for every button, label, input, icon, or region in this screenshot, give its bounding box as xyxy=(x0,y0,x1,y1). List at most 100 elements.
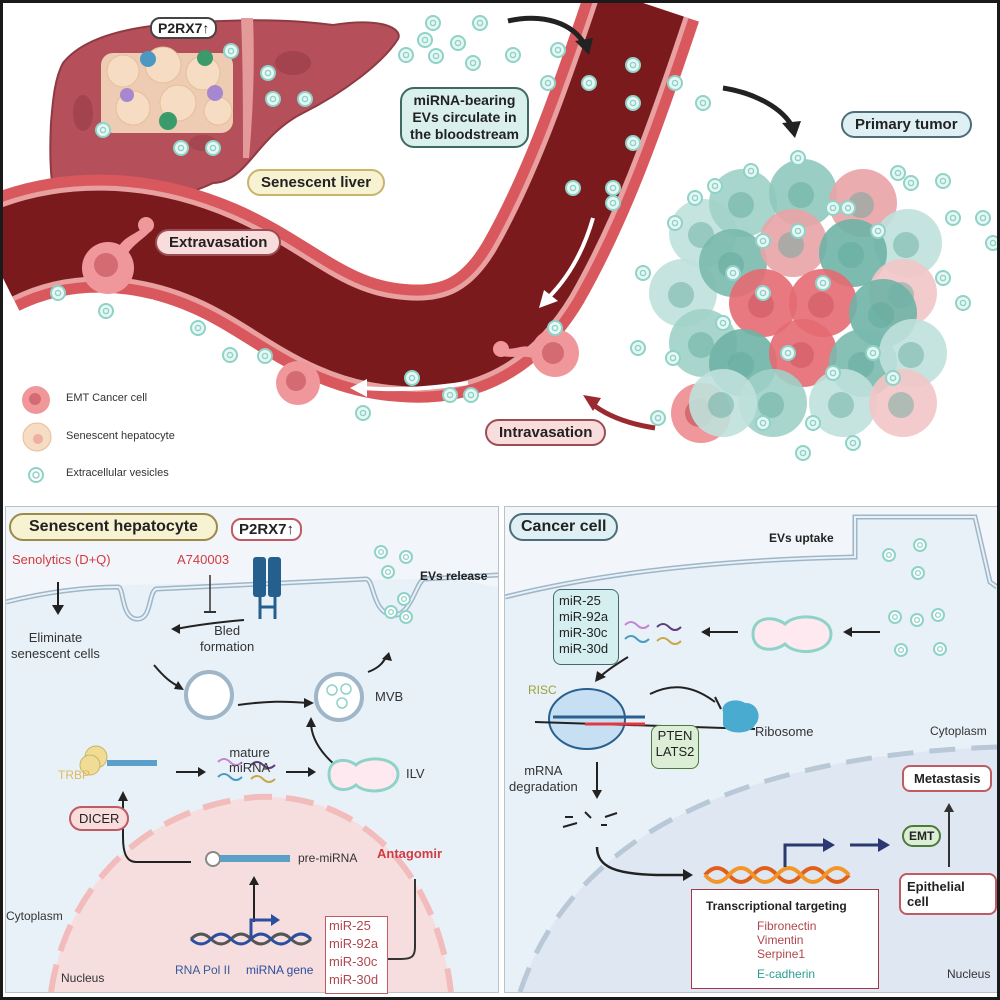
liver-illustration xyxy=(49,18,400,225)
extracellular-vesicle xyxy=(98,303,114,319)
up-arrow-icon: ↑ xyxy=(202,20,210,36)
extracellular-vesicle xyxy=(355,405,371,421)
extracellular-vesicle xyxy=(825,200,841,216)
evs-release-label: EVs release xyxy=(420,569,488,583)
tumor-cell xyxy=(809,369,877,437)
cytoplasm-label: Cytoplasm xyxy=(6,909,63,923)
extracellular-vesicle-icon xyxy=(28,467,44,483)
mirna-item: miR-92a xyxy=(559,609,609,624)
extracellular-vesicle xyxy=(265,91,281,107)
transcriptional-title: Transcriptional targeting xyxy=(706,899,847,913)
extracellular-vesicle xyxy=(625,57,641,73)
nucleus-label-right: Nucleus xyxy=(947,967,991,981)
up-arrow-icon: ↑ xyxy=(286,521,295,538)
senescent-hepatocyte-cluster xyxy=(101,46,233,133)
eliminate-line-1: Eliminate xyxy=(28,630,83,645)
extracellular-vesicle xyxy=(913,538,927,552)
extracellular-vesicle xyxy=(888,610,902,624)
extracellular-vesicle xyxy=(975,210,991,226)
extracellular-vesicle xyxy=(795,445,811,461)
extracellular-vesicle xyxy=(605,195,621,211)
mature-mirna-label: mature miRNA xyxy=(229,745,270,775)
extracellular-vesicle xyxy=(374,545,388,559)
extracellular-vesicle xyxy=(885,370,901,386)
ilv-label: ILV xyxy=(406,766,425,781)
extracellular-vesicle xyxy=(845,435,861,451)
nucleus-label: Nucleus xyxy=(61,971,105,985)
extracellular-vesicle xyxy=(297,91,313,107)
target-gene: PTEN xyxy=(657,728,693,743)
bled-line-1: Bled xyxy=(214,623,241,638)
mrna-line-2: degradation xyxy=(509,779,578,794)
tumor-cell xyxy=(874,209,942,277)
extracellular-vesicle xyxy=(581,75,597,91)
bled-line-2: formation xyxy=(200,639,255,654)
transcriptional-targeting-box: Transcriptional targeting Fibronectin Vi… xyxy=(691,889,879,989)
extracellular-vesicles xyxy=(50,15,997,461)
extracellular-vesicle xyxy=(605,180,621,196)
extracellular-vesicle xyxy=(945,210,961,226)
mrna-degradation-label: mRNA degradation xyxy=(509,763,578,795)
extracellular-vesicle xyxy=(840,200,856,216)
primary-tumor xyxy=(649,159,947,437)
legend-icons xyxy=(22,386,52,483)
extracellular-vesicle xyxy=(890,165,906,181)
senescent-liver-label: Senescent liver xyxy=(247,169,386,196)
flow-arrow xyxy=(546,217,595,300)
circulate-line-1: miRNA-bearing xyxy=(413,92,516,108)
mirna-list-box-left: miR-25 miR-92a miR-30c miR-30d xyxy=(325,916,388,994)
extracellular-vesicle xyxy=(260,65,276,81)
extracellular-vesicle xyxy=(903,175,919,191)
tumor-cell xyxy=(819,219,887,287)
senescent-hepatocyte-panel xyxy=(5,506,499,993)
tumor-cell xyxy=(869,369,937,437)
hepatocyte-diagram xyxy=(6,545,498,992)
extracellular-vesicle xyxy=(565,180,581,196)
extracellular-vesicle xyxy=(687,190,703,206)
extracellular-vesicle xyxy=(870,223,886,239)
extracellular-vesicle xyxy=(882,548,896,562)
eliminate-label: Eliminate senescent cells xyxy=(11,630,100,662)
legend-label-emt: EMT Cancer cell xyxy=(66,392,148,404)
extracellular-vesicle xyxy=(399,550,413,564)
extracellular-vesicle xyxy=(630,340,646,356)
extracellular-vesicle xyxy=(931,608,945,622)
extracellular-vesicle xyxy=(725,265,741,281)
extracellular-vesicle xyxy=(450,35,466,51)
circulate-line-2: EVs circulate in xyxy=(412,109,517,125)
cytoplasm-label-right: Cytoplasm xyxy=(930,724,987,738)
mvb-label: MVB xyxy=(375,689,404,704)
extracellular-vesicle xyxy=(935,173,951,189)
extracellular-vesicle xyxy=(695,95,711,111)
extracellular-vesicle xyxy=(384,605,398,619)
cancer-cell-diagram xyxy=(505,514,997,992)
extracellular-vesicle xyxy=(805,415,821,431)
senescent-hepatocyte-icon xyxy=(22,422,52,452)
mature-line-2: miRNA xyxy=(229,760,271,775)
extracellular-vesicle xyxy=(985,235,997,251)
extracellular-vesicle xyxy=(397,592,411,606)
legend-label-hepatocyte: Senescent hepatocyte xyxy=(66,430,175,442)
target-genes-box: PTEN LATS2 xyxy=(651,725,699,769)
flow-arrowhead xyxy=(539,290,558,308)
extracellular-vesicle xyxy=(205,140,221,156)
extracellular-vesicle xyxy=(715,315,731,331)
pre-mirna-label: pre-miRNA xyxy=(298,851,358,865)
cancer-cells xyxy=(82,217,731,443)
extracellular-vesicle xyxy=(190,320,206,336)
extracellular-vesicle xyxy=(173,140,189,156)
mirna-item: miR-92a xyxy=(329,936,379,951)
extracellular-vesicle xyxy=(743,163,759,179)
extracellular-vesicle xyxy=(707,178,723,194)
extracellular-vesicle xyxy=(825,365,841,381)
extracellular-vesicle xyxy=(398,47,414,63)
extracellular-vesicle xyxy=(547,320,563,336)
extracellular-vesicle xyxy=(665,350,681,366)
extracellular-vesicle xyxy=(50,285,66,301)
senescent-hepatocyte-title: Senescent hepatocyte xyxy=(9,513,218,541)
extracellular-vesicle xyxy=(667,215,683,231)
extracellular-vesicle xyxy=(404,370,420,386)
mirna-list-box-right: miR-25 miR-92a miR-30c miR-30d xyxy=(553,589,619,665)
extracellular-vesicle xyxy=(505,47,521,63)
emt-cancer-cell-icon xyxy=(22,386,50,414)
